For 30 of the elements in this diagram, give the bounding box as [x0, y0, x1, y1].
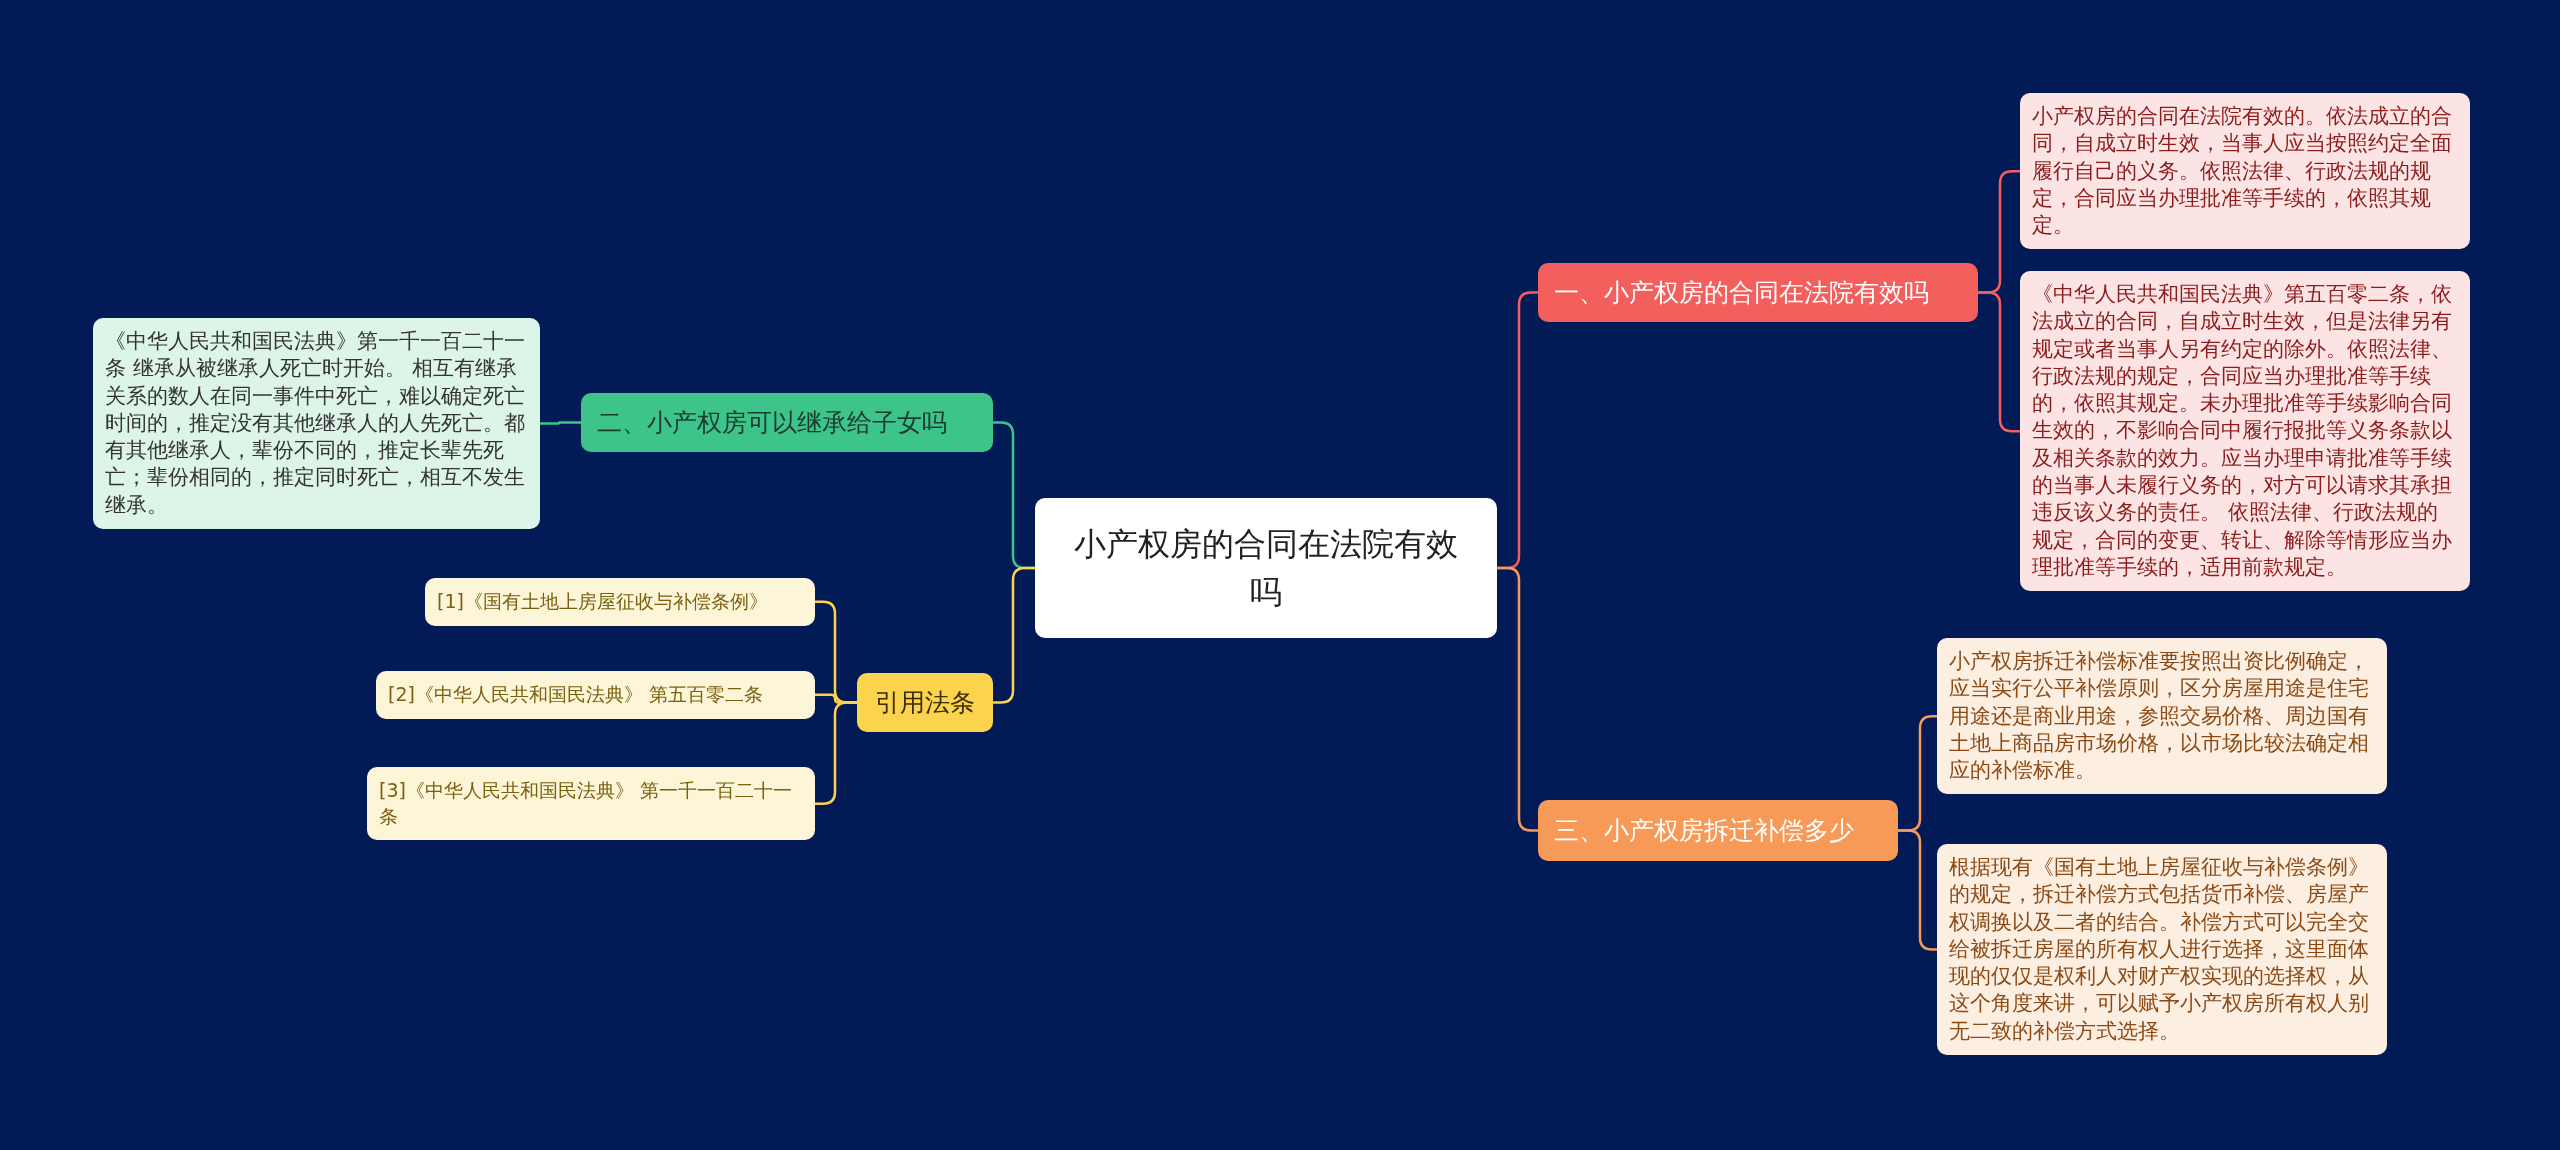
topic-box: [1538, 800, 1898, 861]
reference-box: [376, 671, 815, 719]
reference-box: [425, 578, 815, 626]
connector: [815, 701, 857, 805]
central-topic: [1035, 498, 1497, 638]
reference-box: [367, 767, 815, 841]
topic-text: [3]《中华人民共和国民法典》 第一千一百二十一条: [379, 778, 793, 829]
note-box: [1937, 638, 2387, 795]
topic-text: 小产权房的合同在法院有效吗: [1073, 524, 1459, 613]
note-box: [2020, 93, 2470, 250]
topic-box: [581, 393, 993, 452]
topic-text: 三、小产权房拆迁补偿多少: [1554, 815, 1855, 847]
topic-text: 小产权房的合同在法院有效的。依法成立的合同，自成立时生效，当事人应当按照约定全面履行自己的义务。依照法律、行政法规的规定，合同应当办理批准等手续的，依照其规定。: [2032, 103, 2453, 240]
connector: [993, 566, 1035, 704]
topic-text: 一、小产权房的合同在法院有效吗: [1554, 277, 1930, 309]
note-box: [93, 318, 540, 530]
topic-text: 《中华人民共和国民法典》第五百零二条，依法成立的合同，自成立时生效，但是法律另有规定或者当事人另有约定的除外。依照法律、行政法规的规定，合同应当办理批准等手续的，依照其规定。未办理批准等手续影响合同生效的，不影响合同中履行报批等义务条款以及相关条款的效力。应当办理申请批准等手续的当事人未履行义务的，对方可以请求其承担违反该义务的责任。 依照法律、行政法规的规定，合同的变更、转让、解除等情形应当办理批准等手续的，适用前款规定。: [2032, 281, 2453, 581]
topic-text: 《中华人民共和国民法典》第一千一百二十一条 继承从被继承人死亡时开始。 相互有继承关系的数人在同一事件中死亡，难以确定死亡时间的，推定没有其他继承人的人先死亡。都有其他继承人，辈份不同的，推定长辈先死亡；辈份相同的，推定同时死亡，相互不发生继承。: [105, 328, 526, 519]
topic-text: 小产权房拆迁补偿标准要按照出资比例确定，应当实行公平补偿原则，区分房屋用途是住宅用途还是商业用途，参照交易价格、周边国有土地上商品房市场价格，以市场比较法确定相应的补偿标准。: [1949, 648, 2370, 785]
topic-text: 二、小产权房可以继承给子女吗: [597, 407, 948, 439]
topic-text: 引用法条: [874, 687, 976, 719]
note-box: [1937, 844, 2387, 1056]
topic-text: [2]《中华人民共和国民法典》 第五百零二条: [388, 682, 764, 707]
topic-box: [857, 673, 993, 732]
connector: [540, 421, 581, 425]
topic-text: 根据现有《国有土地上房屋征收与补偿条例》的规定，拆迁补偿方式包括货币补偿、房屋产权调换以及二者的结合。补偿方式可以完全交给被拆迁房屋的所有权人进行选择，这里面体现的仅仅是权利人对财产权实现的选择权，从这个角度来讲，可以赋予小产权房所有权人别无二致的补偿方式选择。: [1949, 854, 2370, 1045]
connector: [1497, 566, 1538, 832]
topic-box: [1538, 263, 1978, 322]
topic-text: [1]《国有土地上房屋征收与补偿条例》: [437, 589, 769, 614]
connector: [1978, 291, 2020, 433]
